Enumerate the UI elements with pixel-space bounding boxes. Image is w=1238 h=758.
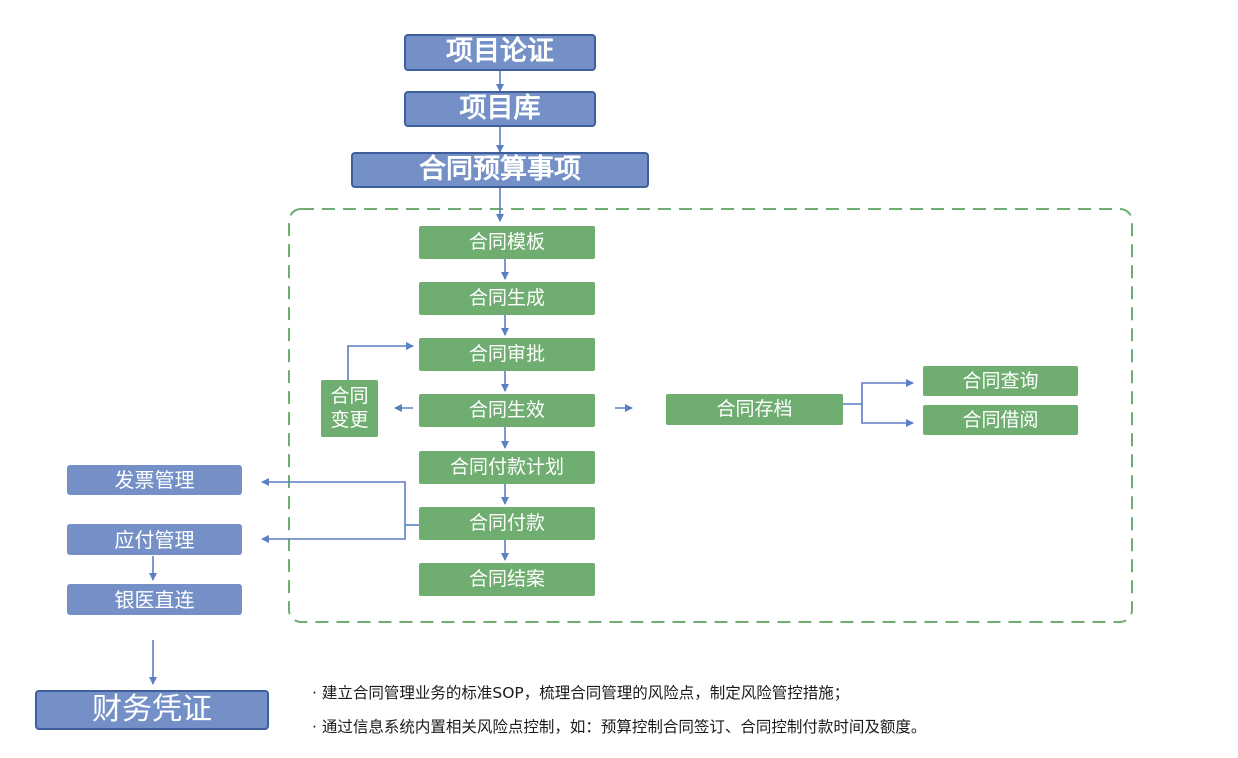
bank-direct-link-box: 银医直连 xyxy=(67,584,242,615)
arrow-archive-to-query xyxy=(861,379,914,404)
contract-template-box: 合同模板 xyxy=(419,226,595,259)
note-text: 通过信息系统内置相关风险点控制，如：预算控制合同签订、合同控制付款时间及额度。 xyxy=(321,718,927,736)
project-demo-box: 项目论证 xyxy=(404,34,596,71)
contract-borrow-box: 合同借阅 xyxy=(923,405,1078,435)
financial-voucher-box: 财务凭证 xyxy=(35,690,269,730)
contract-approval-box: 合同审批 xyxy=(419,338,595,371)
arrow-change-to-approval xyxy=(347,342,414,380)
arrow-payment-to-invoice xyxy=(261,478,406,525)
lifecycle-dashed-frame xyxy=(288,208,1133,623)
contract-query-box: 合同查询 xyxy=(923,366,1078,396)
contract-budget-items-box: 合同预算事项 xyxy=(351,152,649,188)
contract-archive-box: 合同存档 xyxy=(666,394,843,425)
arrow-archive-to-borrow xyxy=(861,404,914,427)
contract-payment-box: 合同付款 xyxy=(419,507,595,540)
invoice-management-box: 发票管理 xyxy=(67,465,242,495)
contract-change-box: 合同 变更 xyxy=(321,380,378,437)
note-text: 建立合同管理业务的标准SOP，梳理合同管理的风险点，制定风险管控措施； xyxy=(321,684,850,702)
project-library-box: 项目库 xyxy=(404,91,596,127)
arrow-payment-to-payables xyxy=(261,525,406,543)
contract-generate-box: 合同生成 xyxy=(419,282,595,315)
contract-effective-box: 合同生效 xyxy=(419,394,595,427)
note-item: · 通过信息系统内置相关风险点控制，如：预算控制合同签订、合同控制付款时间及额度… xyxy=(312,718,927,736)
note-item: · 建立合同管理业务的标准SOP，梳理合同管理的风险点，制定风险管控措施； xyxy=(312,684,850,702)
contract-payment-plan-box: 合同付款计划 xyxy=(419,451,595,484)
payables-management-box: 应付管理 xyxy=(67,524,242,555)
notes-list: · 建立合同管理业务的标准SOP，梳理合同管理的风险点，制定风险管控措施； · … xyxy=(312,676,926,744)
contract-closure-box: 合同结案 xyxy=(419,563,595,596)
